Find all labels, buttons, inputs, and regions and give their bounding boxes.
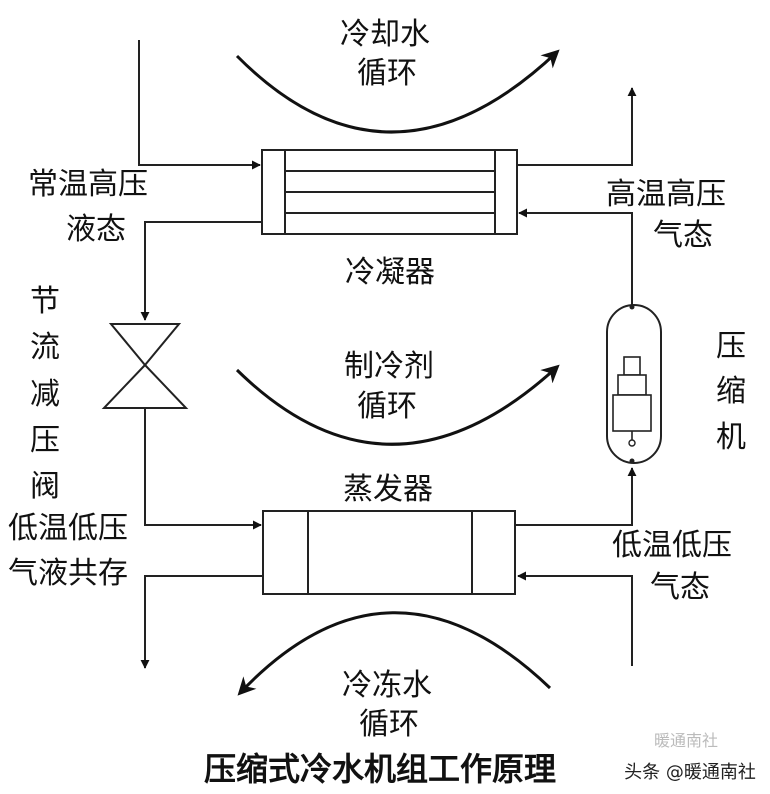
expansion-valve-char-4: 压	[30, 423, 60, 458]
watermark-faint: 暖通南社	[654, 731, 718, 750]
watermark: 暖通南社 头条 @暖通南社	[624, 731, 756, 783]
liquid-line-pipe	[140, 221, 262, 321]
suction-line-pipe	[515, 467, 637, 526]
watermark-text: 头条 @暖通南社	[624, 762, 756, 783]
gas-lt-lp-line1: 低温低压	[612, 528, 732, 563]
expansion-valve-char-3: 减	[30, 377, 60, 412]
expansion-valve-char-5: 阀	[30, 469, 60, 504]
cooling-water-cycle-arrow	[235, 49, 560, 134]
compressor-char-2: 缩	[716, 374, 746, 409]
cooling-water-cycle-line2: 循环	[357, 56, 417, 91]
cooling-water-outlet-pipe	[517, 87, 637, 166]
two-phase-line2: 气液共存	[8, 556, 128, 591]
compressor-label: 压 缩 机	[716, 329, 746, 455]
liquid-state-line2: 液态	[66, 212, 126, 247]
valve-to-evaporator-pipe	[144, 408, 262, 530]
chilled-water-cycle-line1: 冷冻水	[342, 668, 432, 703]
refrigerant-cycle-line1: 制冷剂	[344, 349, 434, 384]
compressor-char-1: 压	[716, 329, 746, 364]
chilled-water-outlet-pipe	[140, 575, 263, 669]
refrigerant-cycle-arrow	[235, 364, 560, 446]
compressor-char-3: 机	[716, 420, 746, 455]
chilled-water-cycle-line2: 循环	[359, 707, 419, 742]
cooling-water-cycle-line1: 冷却水	[340, 17, 430, 52]
liquid-state-line1: 常温高压	[28, 167, 148, 202]
chilled-water-inlet-pipe	[517, 571, 633, 666]
gas-ht-hp-line1: 高温高压	[606, 177, 726, 212]
evaporator-label: 蒸发器	[343, 472, 433, 507]
condenser-label: 冷凝器	[345, 255, 435, 290]
expansion-valve-symbol	[101, 323, 189, 409]
expansion-valve-char-2: 流	[30, 330, 60, 365]
cooling-water-inlet-pipe	[138, 40, 261, 170]
compressor-symbol	[606, 304, 662, 464]
gas-lt-lp-line2: 气态	[650, 570, 710, 605]
chilled-water-cycle-arrow	[237, 611, 552, 696]
evaporator-unit	[262, 510, 516, 595]
diagram-title: 压缩式冷水机组工作原理	[204, 750, 556, 788]
gas-ht-hp-line2: 气态	[653, 218, 713, 253]
expansion-valve-label: 节 流 减 压 阀	[30, 284, 60, 504]
expansion-valve-char-1: 节	[30, 284, 60, 319]
two-phase-line1: 低温低压	[8, 511, 128, 546]
refrigerant-cycle-line2: 循环	[357, 389, 417, 424]
discharge-line-pipe	[518, 208, 633, 305]
condenser-unit	[261, 149, 518, 235]
